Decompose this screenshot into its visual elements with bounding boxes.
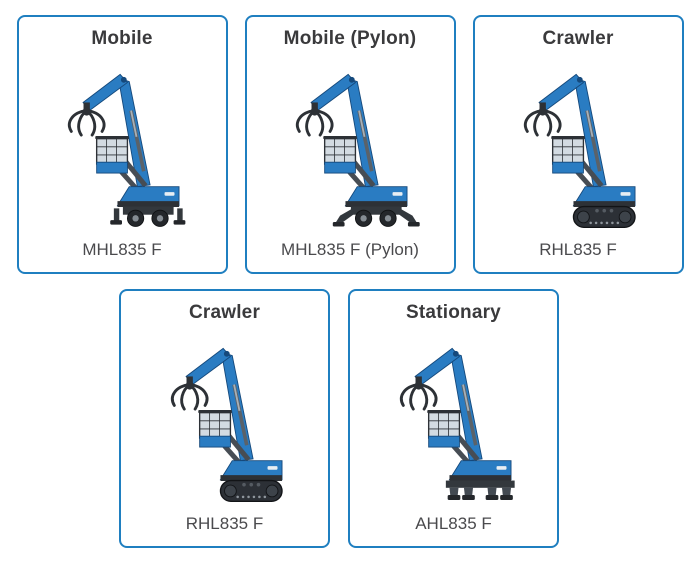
mobile-pylon-material-handler-icon — [280, 59, 420, 227]
crawler-material-handler-icon — [121, 324, 328, 514]
model-selector-page: Mobile MHL835 F Mobile (Pylon) MHL835 F … — [0, 15, 700, 575]
card-title: Crawler — [188, 302, 261, 323]
card-model-label: AHL835 F — [415, 514, 492, 533]
card-title: Mobile (Pylon) — [283, 28, 417, 49]
crawler-material-handler-icon — [475, 50, 682, 240]
product-card-mobile[interactable]: Mobile MHL835 F — [16, 15, 228, 274]
card-title: Crawler — [542, 28, 614, 49]
card-model-label: RHL835 F — [185, 514, 264, 533]
stationary-material-handler-icon — [384, 333, 515, 501]
product-card-mobile-pylon[interactable]: Mobile (Pylon) MHL835 F (Pylon) — [244, 15, 456, 274]
mobile-pylon-material-handler-icon — [247, 50, 454, 240]
product-card-crawler[interactable]: Crawler RHL835 F — [472, 15, 684, 274]
mobile-material-handler-icon — [19, 50, 226, 240]
card-model-label: MHL835 F — [82, 240, 162, 259]
card-model-label: MHL835 F (Pylon) — [281, 240, 419, 259]
product-card-stationary[interactable]: Stationary AHL835 F — [348, 289, 559, 548]
card-row-bottom: Crawler RHL835 F Stationary AHL835 F — [0, 289, 689, 548]
card-model-label: RHL835 F — [539, 240, 617, 259]
crawler-material-handler-icon — [155, 333, 295, 503]
crawler-material-handler-icon — [508, 59, 648, 229]
product-card-crawler-2[interactable]: Crawler RHL835 F — [119, 289, 330, 548]
stationary-material-handler-icon — [350, 324, 557, 514]
card-title: Stationary — [406, 302, 501, 323]
card-row-top: Mobile MHL835 F Mobile (Pylon) MHL835 F … — [0, 15, 700, 274]
card-title: Mobile — [91, 28, 153, 49]
mobile-material-handler-icon — [52, 59, 186, 227]
